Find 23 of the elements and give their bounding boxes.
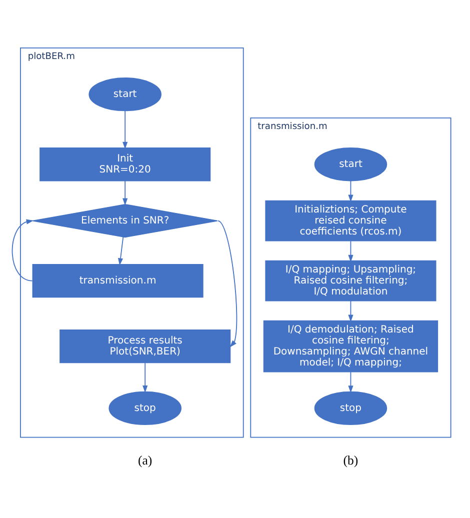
node-box: transmission.m xyxy=(32,264,204,298)
arrow xyxy=(12,219,34,282)
node-box: Process results Plot(SNR,BER) xyxy=(60,330,231,364)
node-box: I/Q demodulation; Raised cosine filtering; Downsampling; AWGN channel model; I/Q mapping; xyxy=(263,320,438,372)
arrow xyxy=(348,372,354,393)
arrow xyxy=(348,240,354,262)
arrow xyxy=(348,300,354,322)
node-diamond: Elements in SNR? xyxy=(32,204,218,238)
node-ellipse: start xyxy=(314,148,388,182)
label: (a) xyxy=(138,453,152,468)
arrow xyxy=(142,362,148,393)
node-box: I/Q mapping; Upsampling; Raised cosine filtering; I/Q modulation xyxy=(265,260,436,302)
arrow xyxy=(118,236,124,266)
node-ellipse: stop xyxy=(108,391,182,426)
arrow xyxy=(348,180,354,202)
node-box: Initializtions; Compute reised consine coefficients (rcos.m) xyxy=(265,200,436,242)
arrow xyxy=(122,110,128,150)
node-ellipse: start xyxy=(88,78,162,112)
node-ellipse: stop xyxy=(314,391,388,426)
node-box: Init SNR=0:20 xyxy=(40,148,211,182)
label: (b) xyxy=(343,453,358,468)
arrow xyxy=(217,220,238,348)
arrow xyxy=(122,180,128,206)
